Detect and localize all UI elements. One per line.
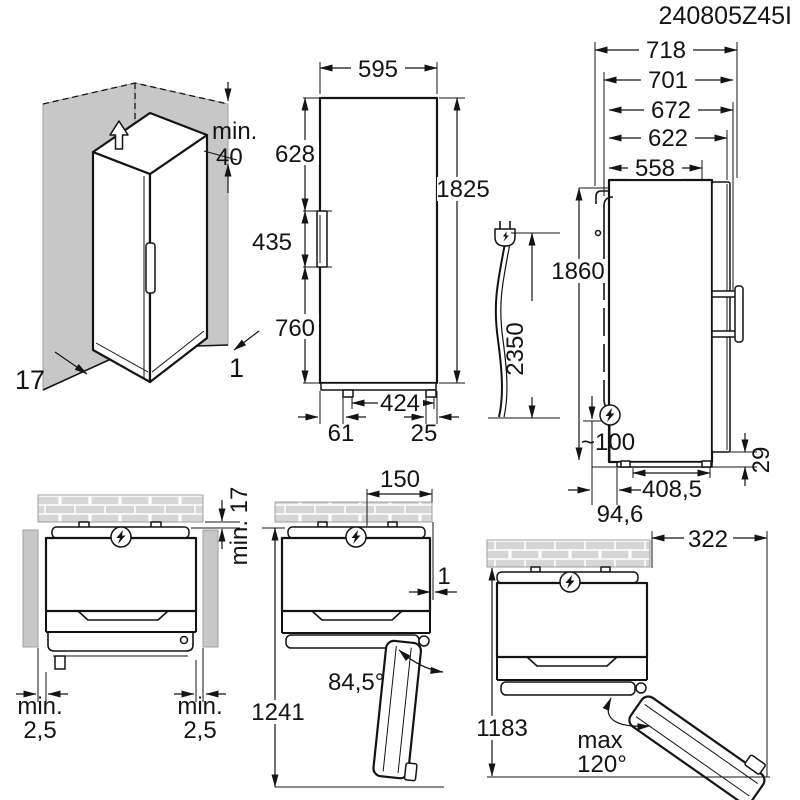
fridge-top-closed <box>44 536 198 613</box>
dim-lower: 760 <box>275 315 315 342</box>
fridge-door-face <box>91 150 152 384</box>
dim-clearance-322: 322 <box>688 526 728 553</box>
angle-arc <box>602 697 651 731</box>
front-dimensions-view: 595 628 435 760 1825 424 61 25 <box>252 56 490 447</box>
dim-right-gap-label: min. <box>177 693 222 720</box>
dim-base-height: 29 <box>748 447 775 474</box>
dim-right-gap-value: 2,5 <box>183 717 216 744</box>
dim-socket-offset: ~100 <box>581 429 635 456</box>
dim-angle-85: 84,5° <box>328 669 384 696</box>
dim-upper: 628 <box>275 141 315 168</box>
plug-bolt-icon <box>503 231 509 242</box>
hinge <box>635 682 647 694</box>
dim-depth-701: 701 <box>648 67 688 94</box>
door-sill <box>500 681 636 696</box>
door-hinge-foot <box>54 655 66 670</box>
dim-width: 595 <box>358 56 398 83</box>
dim-depth-558: 558 <box>635 155 675 182</box>
dim-rear-offset: 94,6 <box>597 501 644 528</box>
dim-depth-1183: 1183 <box>476 715 528 742</box>
dim-left-gap-value: 2,5 <box>23 717 56 744</box>
dim-left-gap-label: min. <box>17 693 62 720</box>
dim-depth-622: 622 <box>648 125 688 152</box>
right-foot <box>425 389 437 398</box>
side-base <box>616 461 713 468</box>
dim-rear-gap: 1 <box>229 353 244 383</box>
power-symbol-icon <box>559 571 581 593</box>
hinge <box>418 635 430 647</box>
dim-depth-1241: 1241 <box>251 699 304 726</box>
dim-side-gap: 17 <box>15 365 45 395</box>
plug-icon <box>494 228 516 247</box>
top-spacer <box>595 190 609 204</box>
dim-wall-gap: min. 17 <box>226 487 253 566</box>
fridge-side <box>607 178 714 464</box>
left-side-panel <box>22 529 39 648</box>
fridge-side-face <box>148 133 209 384</box>
top-view-closed: min. 17 min. 2,5 min. 2,5 <box>16 487 253 744</box>
corner-clearance-view: min. 40 17 1 <box>15 82 260 395</box>
dim-angle-max-value: 120° <box>577 751 627 778</box>
right-side-panel <box>202 529 219 648</box>
plinth <box>320 382 437 391</box>
top-view-door-85: 150 1 84,5° 1241 <box>251 466 457 788</box>
dim-depth-718: 718 <box>646 37 686 64</box>
fridge-top-85 <box>280 536 432 613</box>
front-handle <box>316 210 328 268</box>
side-handle <box>734 285 744 343</box>
cable <box>494 245 506 418</box>
dim-foot-left: 61 <box>328 420 355 447</box>
fridge-top-120 <box>495 581 649 659</box>
drawing-number: 240805Z45I <box>659 2 792 30</box>
dim-handle: 435 <box>252 229 292 256</box>
brick-wall <box>486 539 651 568</box>
dim-base-depth: 408,5 <box>642 476 702 503</box>
up-arrow-icon <box>109 120 129 150</box>
brick-wall <box>37 494 204 523</box>
power-symbol-icon <box>599 404 621 426</box>
power-symbol-icon <box>345 526 367 548</box>
open-door-85 <box>372 639 423 782</box>
brick-wall <box>274 501 433 523</box>
dim-feet-span: 424 <box>380 390 420 417</box>
top-view-door-120: max 120° 322 1183 <box>474 526 770 800</box>
dim-side-height: 1860 <box>551 258 604 285</box>
dim-foot-right: 25 <box>411 420 438 447</box>
dim-side-gap-1: 1 <box>437 563 450 590</box>
dim-socket-150: 150 <box>380 466 420 493</box>
dim-cable-length: 2350 <box>502 322 529 375</box>
dim-height: 1825 <box>436 176 489 203</box>
fridge-top-face <box>91 111 209 176</box>
dim-angle-max-label: max <box>577 727 622 754</box>
angle-arc <box>398 649 444 674</box>
power-symbol-icon <box>110 526 132 548</box>
left-foot <box>342 389 354 398</box>
dim-top-clearance-value: 40 <box>216 144 243 171</box>
fridge-front <box>318 96 439 385</box>
closed-door <box>47 632 194 652</box>
side-dimensions-view: 1860 718 701 672 622 558 ~100 408,5 29 9… <box>551 37 775 528</box>
door-handle <box>145 242 156 294</box>
rear-condenser <box>603 196 614 410</box>
dim-top-clearance-label: min. <box>212 118 257 145</box>
power-cable-view: 2350 <box>488 221 560 419</box>
side-door <box>711 181 731 453</box>
dim-depth-672: 672 <box>651 97 691 124</box>
